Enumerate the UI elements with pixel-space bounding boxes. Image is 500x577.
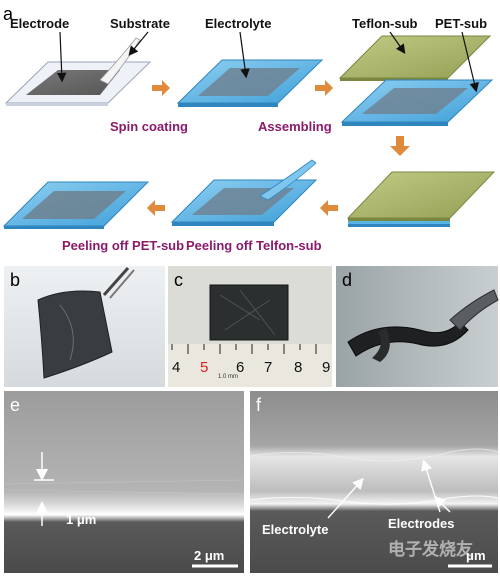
step1-illustration: [4, 37, 152, 106]
panel-label-d: d: [342, 270, 352, 290]
step-peeling-teflon: Peeling off Telfon-sub: [186, 238, 322, 253]
process-arrow-1: [152, 80, 170, 96]
process-arrow-down: [390, 136, 410, 156]
sem-image-f: [250, 391, 498, 573]
label-electrodes-f: Electrodes: [388, 516, 454, 531]
panel-b: b: [4, 266, 165, 387]
step2-illustration: [176, 59, 324, 107]
panel-label-e: e: [10, 395, 20, 415]
label-substrate: Substrate: [110, 16, 170, 31]
panel-e: 1 μm 2 μm e: [3, 391, 245, 573]
label-electrolyte: Electrolyte: [205, 16, 271, 31]
twisted-film-d: [347, 321, 469, 357]
label-electrode: Electrode: [10, 16, 69, 31]
ruler-num-6: 6: [236, 359, 244, 376]
step3-illustration: [338, 35, 494, 126]
film-photo-b: [37, 290, 113, 379]
peeling-teflon-layer: [259, 159, 317, 201]
watermark: 电子发烧友: [388, 539, 473, 559]
thickness-label: 1 μm: [66, 512, 96, 527]
ruler-small-label: 1.0 mm: [218, 374, 238, 380]
panel-d: d: [336, 266, 499, 387]
ruler-num-8: 8: [294, 359, 302, 376]
label-teflon-sub: Teflon-sub: [352, 16, 418, 31]
step4-illustration: [346, 171, 496, 227]
scale-bar-e-label: 2 μm: [194, 548, 224, 563]
label-pet-sub: PET-sub: [435, 16, 487, 31]
ruler-num-5: 5: [200, 359, 208, 376]
panel-f: Electrolyte Electrodes μm f 电子发烧友: [249, 391, 499, 573]
tweezers-b: [102, 267, 130, 296]
panel-c: 4 5 6 7 8 9 1.0 mm c: [168, 266, 332, 387]
step-assembling: Assembling: [258, 119, 332, 134]
process-arrow-2: [315, 80, 333, 96]
film-photo-c: [209, 284, 289, 341]
step-spin-coating: Spin coating: [110, 119, 188, 134]
panel-a: a Electrode Substrate Electrolyte Spin c…: [2, 4, 496, 253]
step6-illustration: [2, 181, 150, 229]
panel-label-a: a: [3, 4, 14, 24]
panel-label-b: b: [10, 270, 20, 290]
tweezers-d: [449, 289, 499, 331]
step5-illustration: [170, 159, 318, 226]
ruler-num-4: 4: [172, 359, 180, 376]
ruler: [168, 344, 332, 387]
label-electrolyte-f: Electrolyte: [262, 522, 328, 537]
ruler-num-7: 7: [264, 359, 272, 376]
step-peeling-pet: Peeling off PET-sub: [62, 238, 184, 253]
process-arrow-4: [147, 200, 165, 216]
panel-label-f: f: [256, 395, 262, 415]
ruler-num-9: 9: [322, 359, 330, 376]
process-arrow-3: [320, 200, 338, 216]
panel-label-c: c: [174, 270, 183, 290]
scale-bar-f-label: μm: [466, 548, 486, 563]
